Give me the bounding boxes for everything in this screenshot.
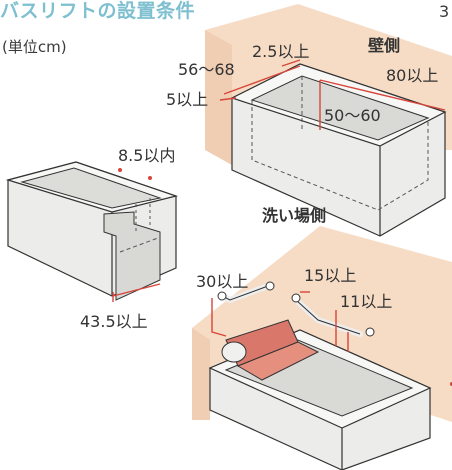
label-wall-side: 壁側 xyxy=(368,36,401,55)
label-width: 43.5以上 xyxy=(80,312,148,331)
page-title: バスリフトの設置条件 xyxy=(0,0,196,22)
top-wall-side xyxy=(205,30,232,165)
corner-number: 3 xyxy=(439,2,450,21)
left-tub-diagram xyxy=(5,161,179,302)
label-length-range: 56〜68 xyxy=(178,60,235,79)
unit-note: (単位cm) xyxy=(2,38,67,56)
label-tub-length: 80以上 xyxy=(386,66,439,85)
label-rim-width: 2.5以上 xyxy=(252,42,310,61)
lift-seat xyxy=(236,341,320,381)
label-edge-gap: 5以上 xyxy=(166,90,209,109)
label-rail-left: 30以上 xyxy=(196,272,249,291)
label-step-inside: 8.5以内 xyxy=(118,146,176,165)
label-rail-mid: 15以上 xyxy=(304,266,357,285)
label-rail-right: 11以上 xyxy=(340,292,393,311)
label-depth-range: 50〜60 xyxy=(324,106,381,125)
top-tub-diagram xyxy=(205,4,452,237)
label-wash-area-side: 洗い場側 xyxy=(262,206,327,225)
bottom-tub-diagram xyxy=(192,226,452,470)
